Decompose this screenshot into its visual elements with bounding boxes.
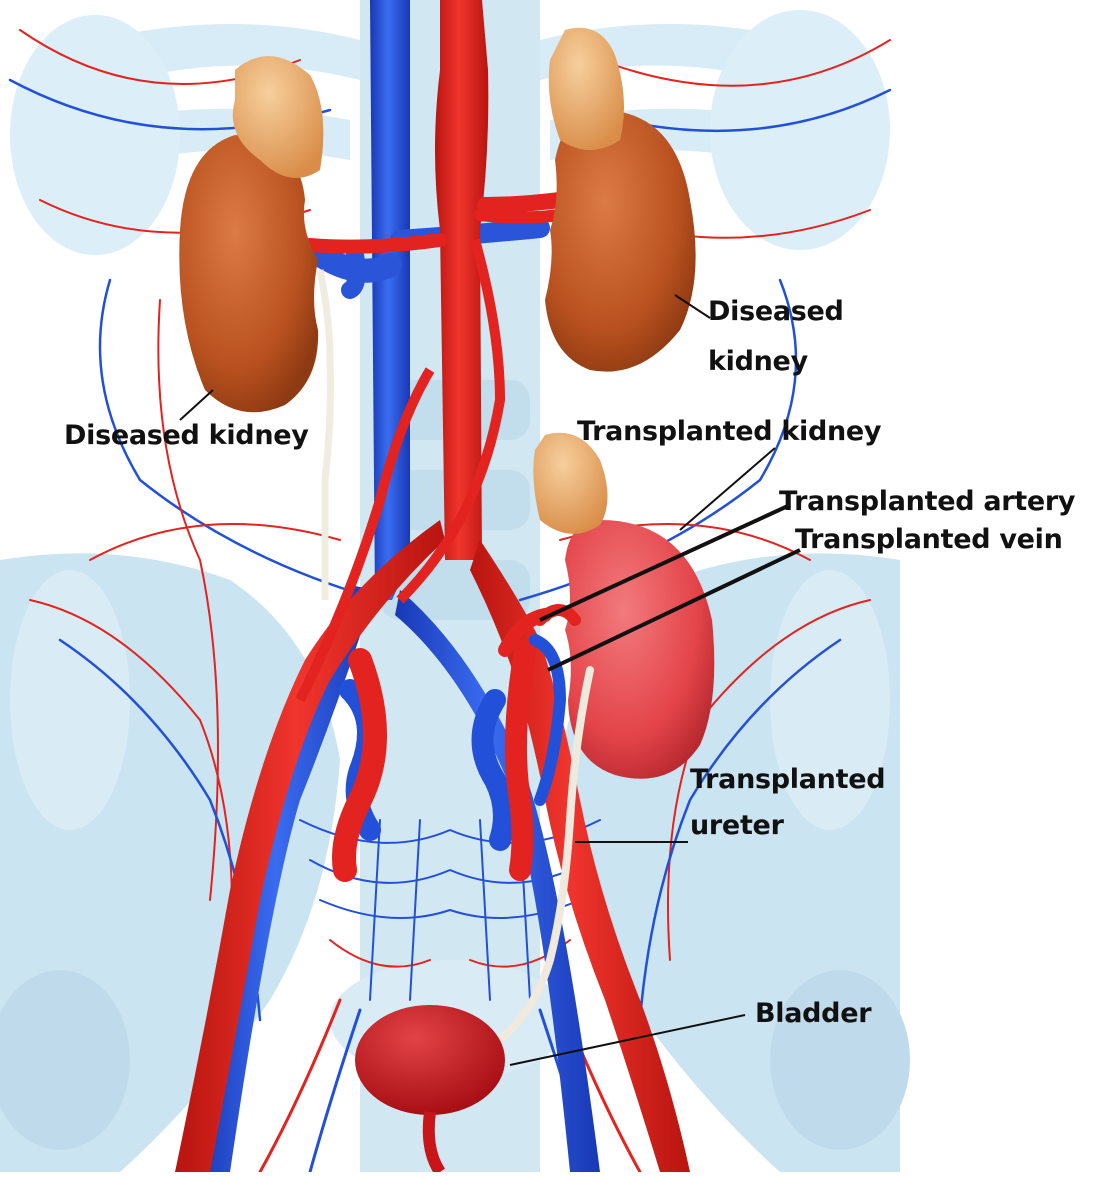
label-diseased-kidney-right: Diseased — [708, 296, 844, 328]
label-transplanted-kidney: Transplanted kidney — [577, 416, 881, 448]
label-transplanted-ureter-line2: ureter — [690, 810, 784, 842]
label-bladder: Bladder — [755, 998, 871, 1030]
label-diseased-kidney-right-line2: kidney — [708, 346, 808, 378]
label-transplanted-artery: Transplanted artery — [779, 486, 1075, 518]
label-transplanted-ureter: Transplanted — [690, 764, 885, 796]
label-transplanted-vein: Transplanted vein — [795, 524, 1063, 556]
label-diseased-kidney-left: Diseased kidney — [64, 420, 309, 452]
